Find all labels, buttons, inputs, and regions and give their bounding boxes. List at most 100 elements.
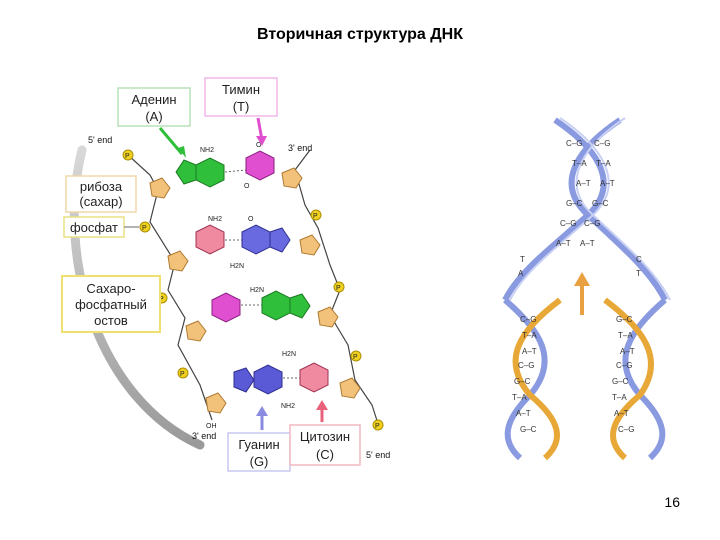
helix-pair-top-right-2: A–T [600, 179, 615, 188]
helix-pair-top-left-0: C–G [566, 139, 582, 148]
adenine-ring-5 [175, 159, 197, 185]
label-ribose: рибоза (сахар) [65, 175, 137, 213]
phosphate-group-1: P [122, 149, 134, 161]
end-5-top: 5' end [88, 135, 112, 145]
cytosine-ring-2 [299, 362, 329, 393]
helix-pair-top-left-3: G–C [566, 199, 583, 208]
svg-text:(G): (G) [250, 454, 269, 469]
svg-text:O: O [248, 216, 254, 223]
label-guanine: Гуанин (G) [227, 406, 291, 472]
sugar-5 [281, 167, 303, 189]
helix-pair-top-right-5: A–T [580, 239, 595, 248]
helix-pair-bottom-right-1: T–A [618, 331, 633, 340]
helix-pair-bottom-left-0: C–G [520, 315, 536, 324]
helix-pair-top-right-7: T [636, 269, 641, 278]
adenine-ring-2-5 [289, 293, 311, 319]
svg-text:(C): (C) [316, 447, 334, 462]
helix-pair-top-right-6: C [636, 255, 642, 264]
svg-text:P: P [142, 225, 147, 232]
svg-text:H2N: H2N [230, 263, 244, 270]
left-new-strand [512, 297, 562, 461]
right-new-strand [603, 297, 654, 461]
svg-text:P: P [159, 296, 164, 303]
parent-strand-2-edge [575, 117, 671, 301]
sugar-6 [299, 234, 321, 256]
svg-text:P: P [180, 371, 185, 378]
svg-text:P: P [353, 354, 358, 361]
svg-text:H2N: H2N [282, 351, 296, 358]
svg-text:Сахаро-: Сахаро- [86, 281, 135, 296]
svg-text:(сахар): (сахар) [79, 194, 122, 209]
helix-pair-bottom-right-5: T–A [612, 393, 627, 402]
helix-pair-bottom-left-7: G–C [520, 425, 537, 434]
sugar-rings [149, 167, 361, 414]
end-3-bottom: 3' end [192, 431, 216, 441]
svg-text:P: P [336, 285, 341, 292]
helix-pair-top-right-1: T–A [596, 159, 611, 168]
svg-text:P: P [375, 423, 380, 430]
end-3-top: 3' end [288, 143, 312, 153]
replication-helix [502, 117, 671, 461]
helix-pair-top-right-4: C–G [584, 219, 600, 228]
label-phosphate: фосфат [63, 216, 139, 238]
svg-text:Тимин: Тимин [222, 82, 260, 97]
cytosine-ring [195, 224, 225, 255]
phosphate-group-4: P [177, 367, 189, 379]
svg-text:H2N: H2N [250, 287, 264, 294]
helix-pair-top-left-2: A–T [576, 179, 591, 188]
helix-pair-bottom-left-4: G–C [514, 377, 531, 386]
phosphate-group-7: P [350, 350, 362, 362]
svg-text:остов: остов [94, 313, 128, 328]
sugar-7 [317, 306, 339, 328]
helix-pair-labels-right: C–GT–AA–TG–CC–GA–TCTG–CT–AA–TC–GG–CT–AA–… [580, 139, 642, 434]
sugar-3 [185, 320, 207, 342]
sugar-4 [205, 392, 227, 414]
base-pair-cytosine-guanine: NH2 O H2N [195, 216, 291, 270]
label-backbone: Сахаро- фосфатный остов [61, 275, 161, 333]
svg-text:P: P [125, 153, 130, 160]
helix-pair-top-right-3: G–C [592, 199, 609, 208]
svg-text:OH: OH [206, 423, 217, 430]
helix-pair-bottom-right-6: A–T [614, 409, 629, 418]
thymine-ring [245, 150, 275, 181]
helix-pair-bottom-right-0: G–C [616, 315, 633, 324]
thymine-ring-2 [211, 292, 241, 323]
base-pair-thymine-adenine: H2N [211, 287, 311, 323]
helix-pair-bottom-right-2: A–T [620, 347, 635, 356]
helix-pair-bottom-right-7: C–G [618, 425, 634, 434]
page-title: Вторичная структура ДНК [257, 26, 463, 43]
svg-text:O: O [244, 183, 250, 190]
svg-text:NH2: NH2 [208, 216, 222, 223]
helix-pair-top-left-5: A–T [556, 239, 571, 248]
label-adenine: Аденин (A) [117, 87, 191, 158]
svg-text:P: P [313, 213, 318, 220]
helix-pair-top-left-7: A [518, 269, 524, 278]
guanine-ring-2-5 [233, 367, 255, 393]
svg-text:Цитозин: Цитозин [300, 429, 350, 444]
guanine-ring-2-6 [253, 364, 283, 395]
svg-text:Аденин: Аденин [131, 92, 176, 107]
page-number: 16 [664, 494, 680, 510]
helix-pair-bottom-right-4: G–C [612, 377, 629, 386]
helix-pair-top-left-6: T [520, 255, 525, 264]
sugar-8 [339, 377, 361, 399]
svg-text:фосфат: фосфат [70, 220, 118, 235]
svg-text:Гуанин: Гуанин [238, 437, 279, 452]
sugar-2 [167, 250, 189, 272]
svg-text:(A): (A) [145, 109, 162, 124]
svg-text:O: O [256, 142, 262, 149]
end-5-bottom: 5' end [366, 450, 390, 460]
label-thymine: Тимин (T) [204, 77, 278, 146]
guanine-ring-6 [241, 224, 271, 255]
svg-text:NH2: NH2 [200, 147, 214, 154]
guanine-ring-5 [269, 227, 291, 253]
parent-strand-2 [568, 117, 668, 302]
helix-pair-bottom-left-5: T–A [512, 393, 527, 402]
adenine-ring-6 [195, 157, 225, 188]
base-pair-adenine-thymine: NH2 O O [175, 142, 275, 190]
helix-pair-top-left-4: C–G [560, 219, 576, 228]
helix-pair-bottom-left-3: C–G [518, 361, 534, 370]
adenine-ring-2-6 [261, 290, 291, 321]
svg-text:рибоза: рибоза [80, 179, 123, 194]
